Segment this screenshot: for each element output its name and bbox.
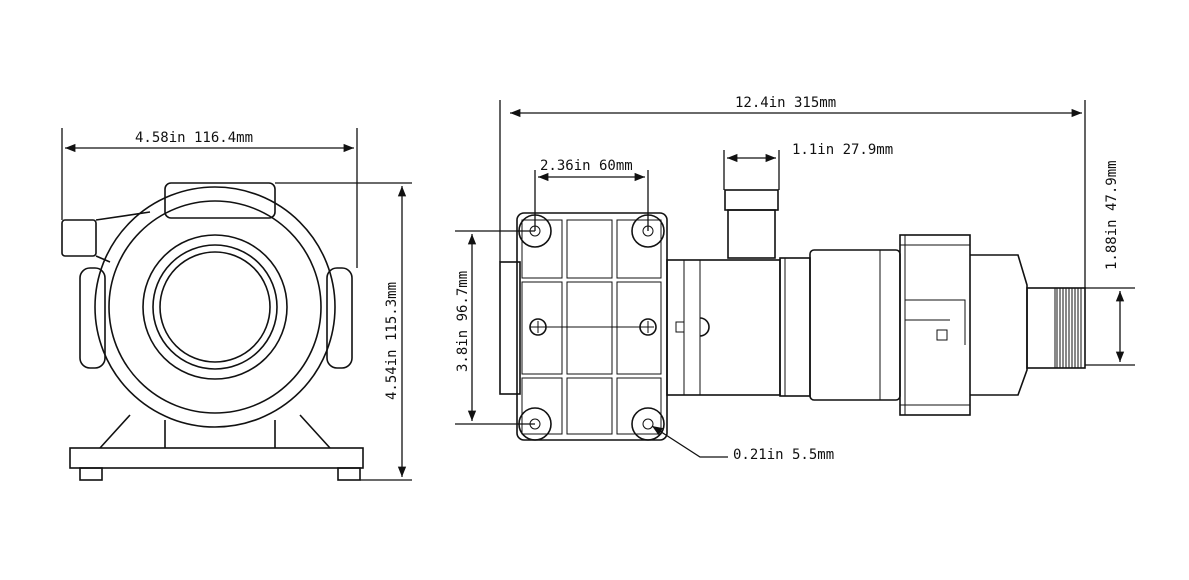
hole-spacing-vertical-label: 3.8in 96.7mm (455, 271, 471, 372)
hole-spacing-vertical-dimension: 3.8in 96.7mm (455, 230, 535, 425)
mount-hole-diameter-label: 0.21in 5.5mm (733, 447, 834, 463)
overall-length-dimension: 12.4in 315mm (499, 95, 1086, 288)
outlet-diameter-label: 1.1in 27.9mm (792, 142, 893, 158)
front-width-dimension: 4.58in 116.4mm (61, 128, 358, 268)
mount-hole (631, 407, 665, 441)
outlet-diameter-dimension: 1.1in 27.9mm (723, 142, 893, 190)
front-width-label: 4.58in 116.4mm (135, 130, 253, 146)
screw-icon (529, 318, 547, 336)
front-height-dimension: 4.54in 115.3mm (275, 182, 412, 481)
hole-spacing-horizontal-label: 2.36in 60mm (540, 158, 633, 174)
overall-length-label: 12.4in 315mm (735, 95, 836, 111)
inlet-thread-label: 1.88in 47.9mm (1104, 160, 1120, 270)
front-view (61, 182, 364, 481)
screw-icon (639, 318, 657, 336)
hole-spacing-horizontal-dimension: 2.36in 60mm (534, 158, 649, 231)
front-height-label: 4.54in 115.3mm (384, 282, 400, 400)
mount-hole-diameter-callout: 0.21in 5.5mm (651, 425, 834, 463)
side-view (499, 189, 1086, 441)
inlet-thread-dimension: 1.88in 47.9mm (1085, 160, 1135, 366)
